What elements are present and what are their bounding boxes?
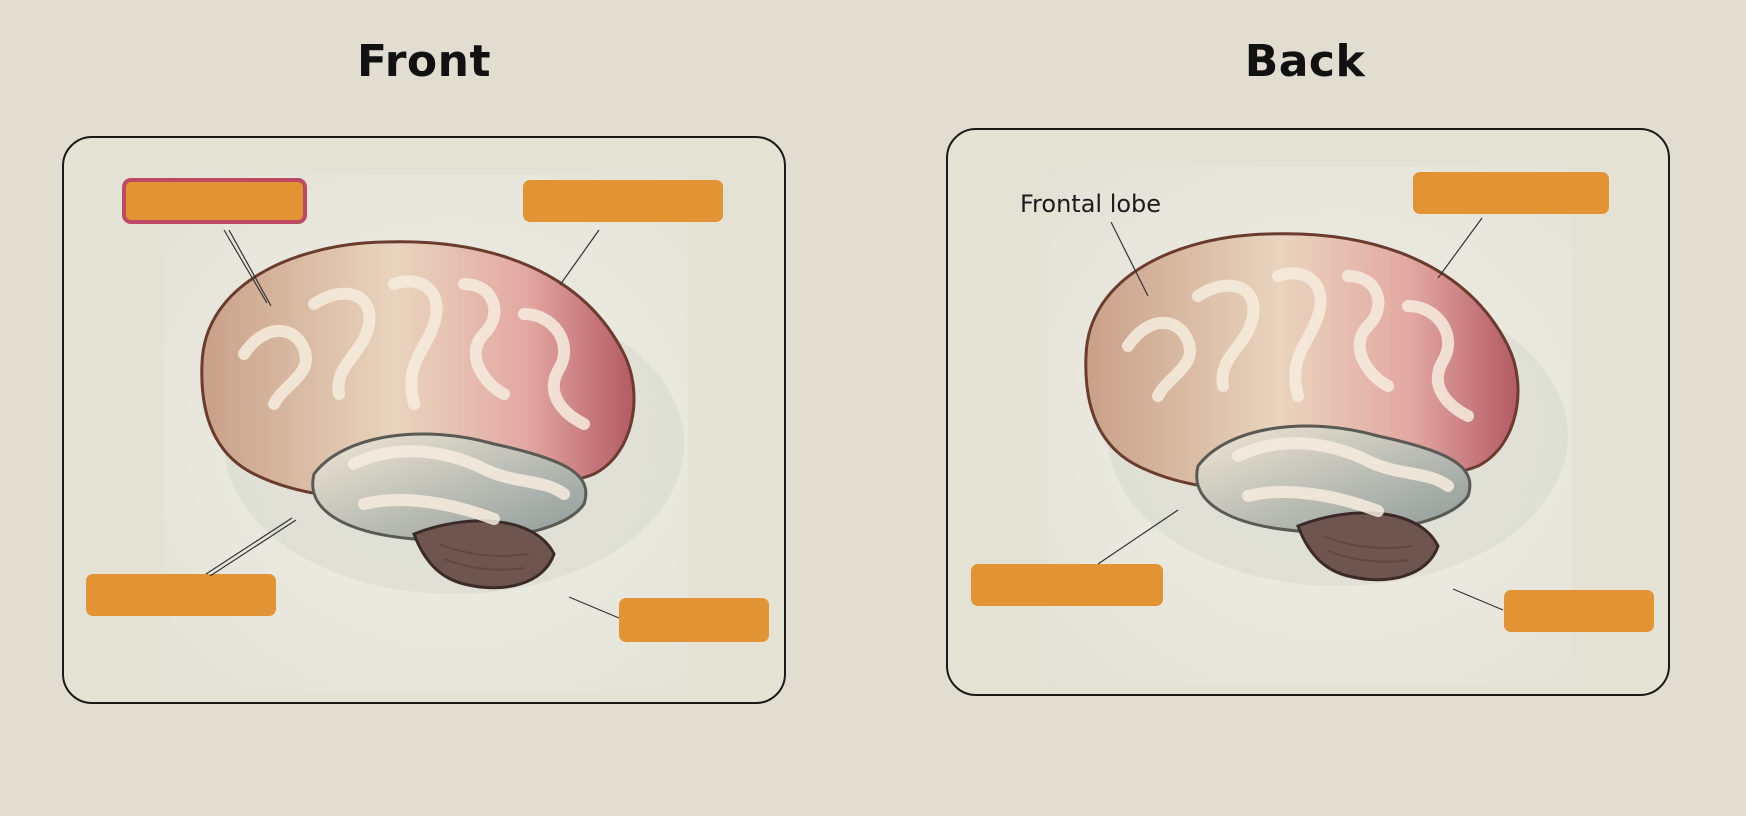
front-panel-title: Front	[356, 36, 492, 87]
front-card[interactable]	[62, 136, 786, 704]
label-box-top-right[interactable]	[523, 180, 723, 222]
brain-illustration	[1048, 166, 1572, 686]
label-box-bottom-left[interactable]	[86, 574, 276, 616]
label-box-bottom-right[interactable]	[1504, 590, 1654, 632]
brain-icon	[200, 240, 684, 594]
back-panel-title: Back	[1244, 36, 1366, 87]
label-box-top-right[interactable]	[1413, 172, 1609, 214]
label-box-top-left[interactable]	[126, 182, 303, 220]
label-box-bottom-right[interactable]	[619, 598, 769, 642]
label-box-bottom-left[interactable]	[971, 564, 1163, 606]
brain-illustration	[164, 174, 688, 694]
back-card[interactable]: Frontal lobe	[946, 128, 1670, 696]
brain-icon	[1084, 232, 1568, 586]
frontal-lobe-label: Frontal lobe	[1020, 190, 1162, 218]
